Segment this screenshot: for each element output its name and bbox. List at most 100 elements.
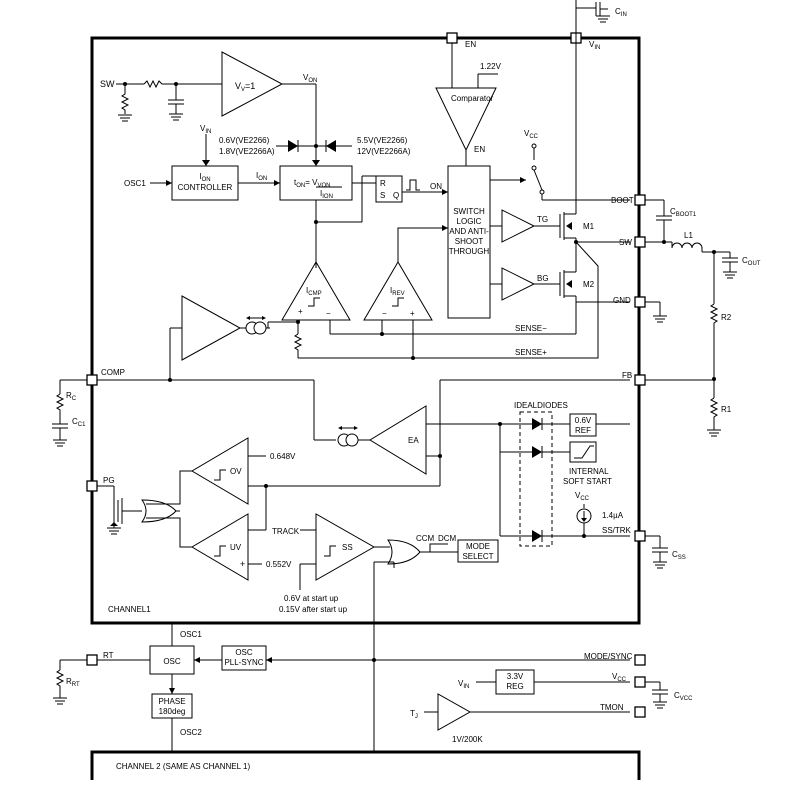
bootstrap-switch: [533, 169, 543, 191]
von-label: VON: [303, 73, 317, 84]
osc-label: OSC: [163, 657, 181, 666]
rrt-label: RRT: [66, 677, 80, 688]
vcc-switch-label: VCC: [524, 129, 539, 140]
internal-ss-label-1: INTERNAL: [569, 467, 609, 476]
hysteresis-icon: [392, 297, 404, 307]
top-gate-driver: [501, 209, 536, 243]
pin-gnd-label: GND: [613, 296, 631, 305]
r2-label: R2: [721, 313, 732, 322]
resistor-rc: [55, 393, 65, 414]
error-amplifier: [369, 405, 427, 475]
ton-equation: tON= VVON: [294, 178, 330, 189]
hysteresis-icon: [324, 545, 336, 557]
junction-dot: [314, 144, 318, 148]
osc1-output-label: OSC1: [180, 630, 202, 639]
channel2-frame: [90, 750, 641, 780]
icmp-comparator: [281, 261, 351, 321]
ss-or-gate: [387, 539, 421, 565]
sense-pos-label: SENSE+: [515, 348, 547, 357]
osc2-label: OSC2: [180, 728, 202, 737]
ton-denominator: IION: [320, 189, 333, 200]
ref-label-1: 0.6V: [575, 416, 592, 425]
reg-label-1: 3.3V: [507, 672, 524, 681]
diode-clamp-2: [326, 140, 336, 152]
r1-label: R1: [721, 405, 732, 414]
track-label: TRACK: [272, 527, 300, 536]
css-label: CSS: [672, 550, 686, 561]
osc-pll-label-1: OSC: [235, 648, 253, 657]
resistor-rrt: [55, 669, 65, 690]
ff-s-label: S: [380, 191, 385, 200]
pin-en: [446, 32, 458, 44]
pin-mode-sync-label: MODE/SYNC: [584, 652, 633, 661]
cvcc-label: CVCC: [674, 691, 693, 702]
mode-select-label-1: MODE: [466, 542, 490, 551]
cc1-label: CC1: [72, 417, 86, 428]
m2-label: M2: [583, 280, 595, 289]
internal-ss-label-2: SOFT START: [563, 477, 612, 486]
pin-pg: [86, 480, 98, 492]
inductor-l1: [671, 242, 703, 249]
switch-logic-block: [447, 165, 491, 319]
cout-label: COUT: [742, 256, 761, 267]
resistor-sw-pulldown: [120, 84, 130, 114]
pin-ss-trk-label: SS/TRK: [602, 526, 632, 535]
l1-label: L1: [684, 231, 693, 240]
en-signal-label: EN: [474, 145, 485, 154]
ref-label-2: REF: [575, 426, 591, 435]
pin-comp-label: COMP: [101, 368, 125, 377]
ss-label: SS: [342, 543, 353, 552]
channel1-frame: [90, 36, 641, 625]
ion-controller-block: [171, 165, 239, 201]
dcm-label: DCM: [438, 534, 457, 543]
amp-av-label: VV=1: [235, 81, 255, 93]
pin-comp: [86, 374, 98, 386]
switch-logic-line-2: LOGIC: [457, 217, 482, 226]
switch-logic-line-5: THROUGH: [449, 247, 490, 256]
channel2-label: CHANNEL 2 (SAME AS CHANNEL 1): [116, 762, 250, 771]
switch-logic-line-1: SWITCH: [453, 207, 485, 216]
ideal-diode-3: [532, 530, 542, 542]
phase-block: [151, 693, 193, 719]
pg-or-gate: [141, 499, 177, 523]
ideal-diode-2: [532, 446, 542, 458]
ideal-diode-1: [532, 418, 542, 430]
vin-label: VIN: [200, 124, 211, 135]
ov-label: OV: [230, 467, 242, 476]
v0552-label: 0.552V: [266, 560, 292, 569]
vin-threshold-1: 0.6V(VE2266): [219, 136, 270, 145]
pin-mode-sync: [634, 654, 646, 666]
phase-label-1: PHASE: [158, 697, 185, 706]
ss-comparator: [315, 513, 376, 581]
channel1-label: CHANNEL1: [108, 605, 151, 614]
irev-comparator: [363, 261, 433, 321]
pin-vcc-label: VCC: [612, 672, 627, 683]
pin-pg-label: PG: [103, 476, 115, 485]
switch-logic-line-4: SHOOT: [455, 237, 484, 246]
pin-ss-trk: [634, 530, 646, 542]
ref-122v-label: 1.22V: [480, 62, 502, 71]
phase-label-2: 180deg: [159, 707, 186, 716]
pin-label-sw-input: SW: [100, 79, 115, 89]
cin-label: CIN: [615, 7, 627, 18]
pin-boot-label: BOOT: [611, 196, 634, 205]
clamp-voltage-2: 12V(VE2266A): [357, 147, 411, 156]
ion-controller-label: ION: [199, 172, 210, 183]
pin-boot: [634, 194, 646, 206]
en-comparator: [435, 87, 497, 152]
comparator-label: Comparator: [451, 94, 494, 103]
irev-label: IREV: [390, 286, 405, 297]
ion-controller-label-2: CONTROLLER: [178, 183, 233, 192]
svg-text:+: +: [240, 559, 245, 569]
pin-rt-label: RT: [103, 651, 114, 660]
pin-tmon: [634, 706, 646, 718]
uv-label: UV: [230, 543, 242, 552]
tj-label: TJ: [410, 709, 418, 720]
svg-text:+: +: [410, 309, 415, 318]
ff-r-label: R: [380, 179, 386, 188]
resistor-sw-series: [143, 79, 178, 89]
bg-label: BG: [537, 274, 549, 283]
pin-sw: [634, 236, 646, 248]
reg-label-2: REG: [506, 682, 523, 691]
hysteresis-icon: [214, 469, 226, 481]
